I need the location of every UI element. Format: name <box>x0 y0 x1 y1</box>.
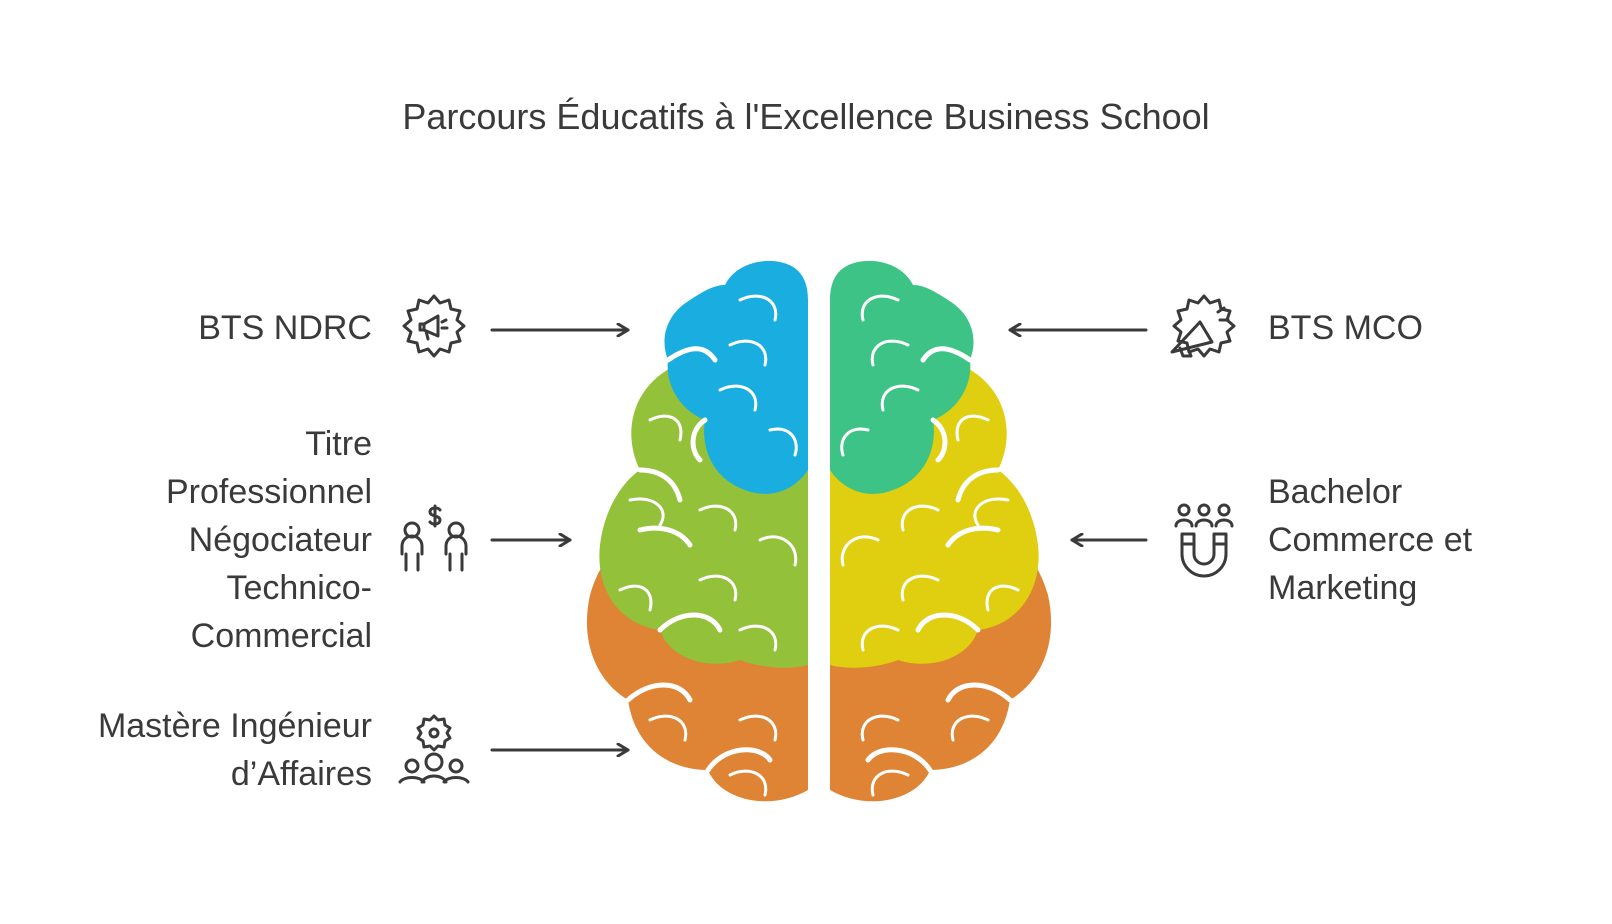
label-line: Professionnel <box>165 473 372 511</box>
gear-megaphone-icon <box>402 294 466 358</box>
people-dollar-icon <box>400 504 468 572</box>
label-line: Commercial <box>190 617 372 655</box>
diagram-title: Parcours Éducatifs à l'Excellence Busine… <box>402 96 1210 137</box>
label-line: Marketing <box>1268 569 1418 607</box>
label-titre-professionnel: Titre Professionnel Négociateur Technico… <box>12 420 372 660</box>
label-bachelor: Bachelor Commerce et Marketing <box>1268 468 1568 612</box>
label-line: Bachelor <box>1268 473 1403 511</box>
label-line: Technico- <box>226 569 372 607</box>
lobe-separators <box>625 346 1013 773</box>
label-line: Titre <box>305 425 372 463</box>
label-bts-mco: BTS MCO <box>1268 304 1568 352</box>
gear-team-icon <box>398 714 470 784</box>
label-bts-ndrc: BTS NDRC <box>12 304 372 352</box>
right-teal-lobe <box>830 260 974 494</box>
left-blue-lobe <box>664 260 808 494</box>
right-hemisphere <box>830 260 1052 802</box>
label-mastere: Mastère Ingénieur d’Affaires <box>12 702 372 798</box>
brain-gyri <box>618 294 1020 797</box>
left-hemisphere <box>586 260 808 802</box>
label-line: Mastère Ingénieur <box>97 707 372 745</box>
magnet-people-icon <box>1174 503 1234 578</box>
label-line: Négociateur <box>188 521 372 559</box>
label-line: BTS NDRC <box>198 309 372 347</box>
label-line: BTS MCO <box>1268 309 1423 347</box>
badge-megaphone-icon <box>1170 294 1236 358</box>
label-line: d’Affaires <box>230 755 372 793</box>
label-line: Commerce et <box>1268 521 1473 559</box>
